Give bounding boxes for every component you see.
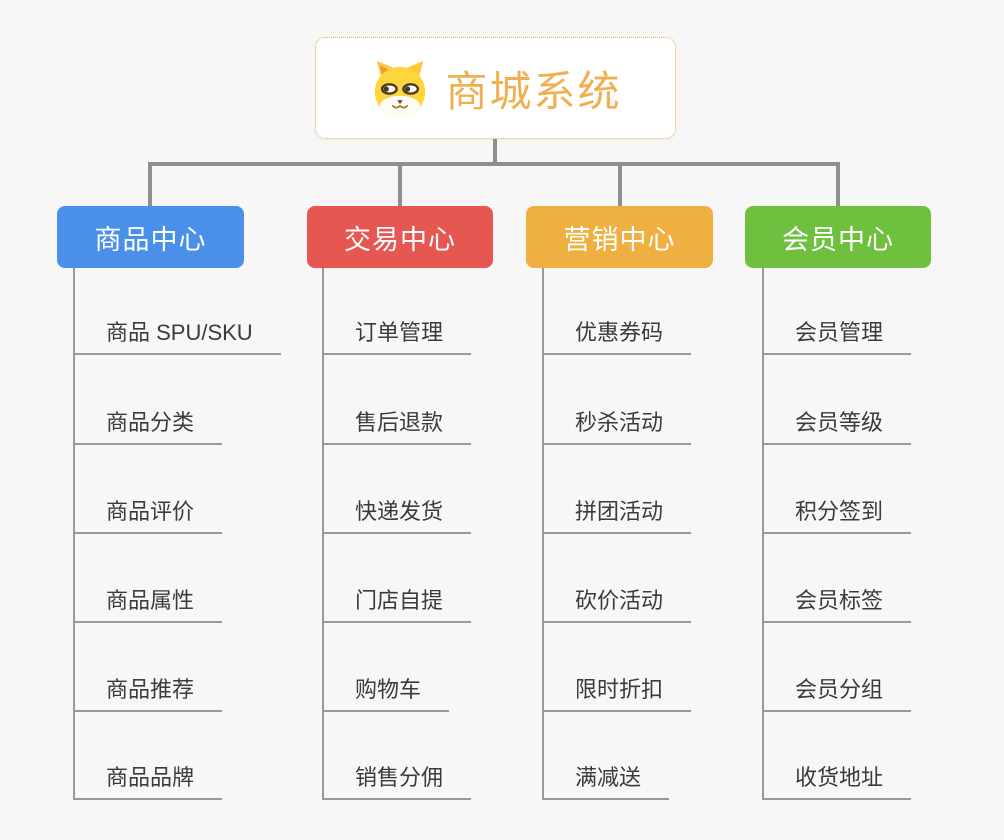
branch-header-marketing-center[interactable]: 营销中心 xyxy=(526,206,713,268)
child-node-member-group[interactable]: 会员分组 xyxy=(762,678,912,712)
child-node-full-reduction[interactable]: 满减送 xyxy=(542,766,670,800)
child-node-order-management[interactable]: 订单管理 xyxy=(322,321,472,355)
child-node-product-brand[interactable]: 商品品牌 xyxy=(73,766,223,800)
child-node-shopping-cart[interactable]: 购物车 xyxy=(322,678,450,712)
child-node-shipping-address[interactable]: 收货地址 xyxy=(762,766,912,800)
child-node-member-level[interactable]: 会员等级 xyxy=(762,411,912,445)
connector-horizontal-line xyxy=(148,162,840,166)
child-node-group-buy[interactable]: 拼团活动 xyxy=(542,500,692,534)
branch-trunk-line xyxy=(762,268,764,800)
child-node-product-category[interactable]: 商品分类 xyxy=(73,411,223,445)
branch-header-product-center[interactable]: 商品中心 xyxy=(57,206,244,268)
child-node-store-pickup[interactable]: 门店自提 xyxy=(322,589,472,623)
child-node-member-tag[interactable]: 会员标签 xyxy=(762,589,912,623)
child-node-limited-time-discount[interactable]: 限时折扣 xyxy=(542,678,692,712)
child-node-sales-commission[interactable]: 销售分佣 xyxy=(322,766,472,800)
connector-drop-product xyxy=(148,164,152,206)
child-node-product-recommend[interactable]: 商品推荐 xyxy=(73,678,223,712)
child-node-product-attribute[interactable]: 商品属性 xyxy=(73,589,223,623)
dog-face-icon xyxy=(375,60,426,118)
child-node-aftersale-refund[interactable]: 售后退款 xyxy=(322,411,472,445)
connector-drop-member xyxy=(836,164,840,206)
connector-drop-marketing xyxy=(618,164,622,206)
connector-root-stem xyxy=(493,139,497,166)
child-node-express-delivery[interactable]: 快递发货 xyxy=(322,500,472,534)
root-node[interactable]: 商城系统 xyxy=(315,37,676,139)
root-title: 商城系统 xyxy=(445,67,622,115)
branch-header-member-center[interactable]: 会员中心 xyxy=(745,206,931,268)
child-node-flash-sale[interactable]: 秒杀活动 xyxy=(542,411,692,445)
child-node-product-spu-sku[interactable]: 商品 SPU/SKU xyxy=(73,321,281,355)
child-node-coupon-code[interactable]: 优惠券码 xyxy=(542,321,692,355)
child-node-bargain-activity[interactable]: 砍价活动 xyxy=(542,589,692,623)
connector-drop-trade xyxy=(398,164,402,206)
child-node-points-checkin[interactable]: 积分签到 xyxy=(762,500,912,534)
branch-header-trade-center[interactable]: 交易中心 xyxy=(307,206,493,268)
branch-trunk-line xyxy=(542,268,544,800)
child-node-member-management[interactable]: 会员管理 xyxy=(762,321,912,355)
branch-trunk-line xyxy=(322,268,324,800)
branch-trunk-line xyxy=(73,268,75,800)
child-node-product-review[interactable]: 商品评价 xyxy=(73,500,223,534)
